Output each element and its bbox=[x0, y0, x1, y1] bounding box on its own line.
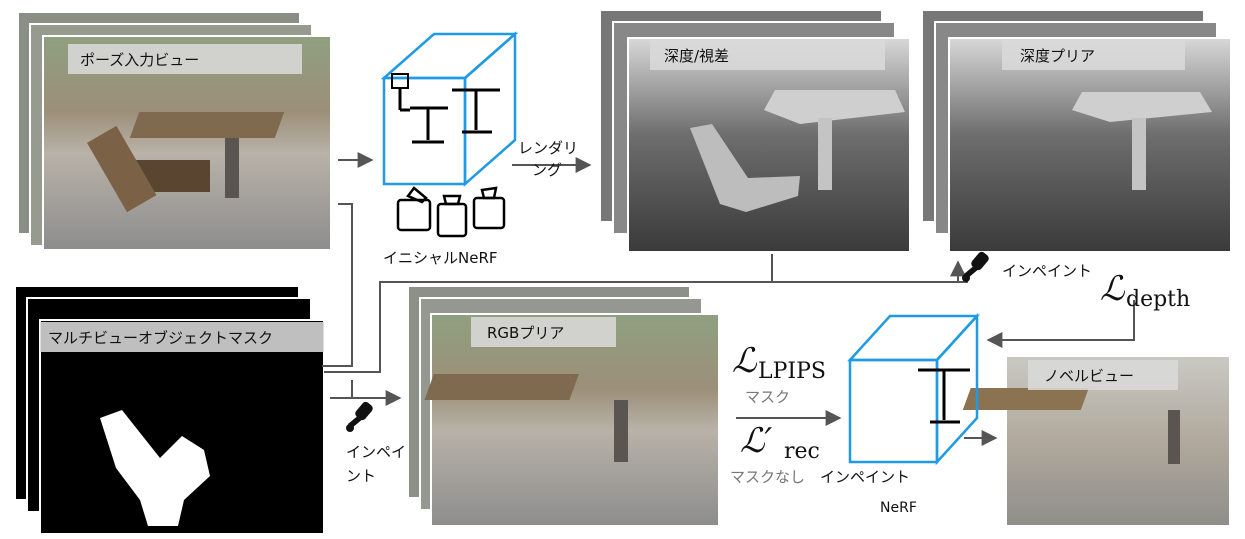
rec-loss-subscript: rec bbox=[784, 439, 820, 464]
depth-loss-subscript: depth bbox=[1126, 287, 1190, 312]
input-views-tag bbox=[68, 44, 302, 74]
depth-disparity-stack: 深度/視差 bbox=[599, 9, 911, 253]
mask-to-depth-path bbox=[324, 281, 968, 373]
depth-loss: ℒ depth bbox=[1100, 269, 1190, 312]
depth-inpaint-label: インペイント bbox=[1002, 262, 1092, 280]
lpips-loss-subscript: LPIPS bbox=[758, 359, 826, 384]
brush-icon bbox=[346, 401, 373, 432]
lpips-loss-symbol: ℒ bbox=[732, 341, 758, 381]
rgb-inpaint-label-line2: ント bbox=[346, 467, 376, 485]
camera-icon bbox=[436, 194, 468, 238]
input-to-junction-line bbox=[322, 203, 353, 367]
inpainted-nerf-label-line2: NeRF bbox=[880, 500, 917, 516]
initial-nerf-cube bbox=[380, 31, 519, 187]
depth-disparity-image bbox=[627, 37, 911, 253]
novel-view-label: ノベルビュー bbox=[1044, 367, 1134, 385]
initial-nerf-label: イニシャルNeRF bbox=[383, 249, 498, 267]
depth-loss-symbol: ℒ bbox=[1100, 269, 1126, 309]
rec-loss-symbol: ℒ′ bbox=[740, 421, 772, 461]
rgb-prior-tag bbox=[471, 317, 616, 347]
object-masks-tag bbox=[40, 322, 324, 352]
depth-prior-label: 深度プリア bbox=[1020, 47, 1095, 65]
rec-loss-note: マスクなし bbox=[730, 468, 805, 486]
novel-view-tag bbox=[1028, 360, 1178, 390]
object-mask-shape bbox=[100, 410, 210, 526]
depth-disparity-label: 深度/視差 bbox=[664, 47, 729, 65]
input-views-label: ポーズ入力ビュー bbox=[80, 51, 199, 69]
lpips-loss: ℒ LPIPS bbox=[732, 341, 826, 384]
inpainted-nerf-label-line1: インペイント bbox=[820, 468, 910, 486]
object-masks-stack: マルチビューオブジェクトマスク bbox=[14, 285, 325, 535]
depth-disparity-tag bbox=[650, 40, 885, 70]
connectors bbox=[322, 203, 1135, 446]
rendering-label-line2: ング bbox=[532, 161, 562, 179]
brush-icon bbox=[962, 251, 989, 282]
lpips-loss-note: マスク bbox=[745, 388, 790, 406]
object-masks-label: マルチビューオブジェクトマスク bbox=[48, 329, 273, 347]
depth-prior-image bbox=[948, 37, 1232, 253]
rgb-prior-image bbox=[430, 313, 720, 527]
rgb-prior-label: RGBプリア bbox=[487, 324, 564, 342]
input-views-stack: ポーズ入力ビュー bbox=[17, 11, 332, 251]
depth-prior-to-nerf-arrow bbox=[986, 300, 1135, 348]
depth-prior-tag bbox=[1002, 40, 1185, 70]
rgb-prior-stack: RGBプリア bbox=[407, 285, 720, 527]
camera-icon bbox=[396, 186, 432, 232]
novel-view: ノベルビュー bbox=[962, 355, 1231, 527]
rec-loss: ℒ′ rec bbox=[740, 421, 820, 464]
inpainted-nerf-cube bbox=[847, 312, 980, 466]
depth-prior-stack: 深度プリア bbox=[921, 9, 1232, 253]
camera-icon bbox=[472, 186, 506, 230]
camera-icons bbox=[396, 186, 506, 238]
rgb-inpaint-label-line1: インペイ bbox=[346, 443, 406, 461]
rendering-label-line1: レンダリ bbox=[518, 139, 578, 157]
